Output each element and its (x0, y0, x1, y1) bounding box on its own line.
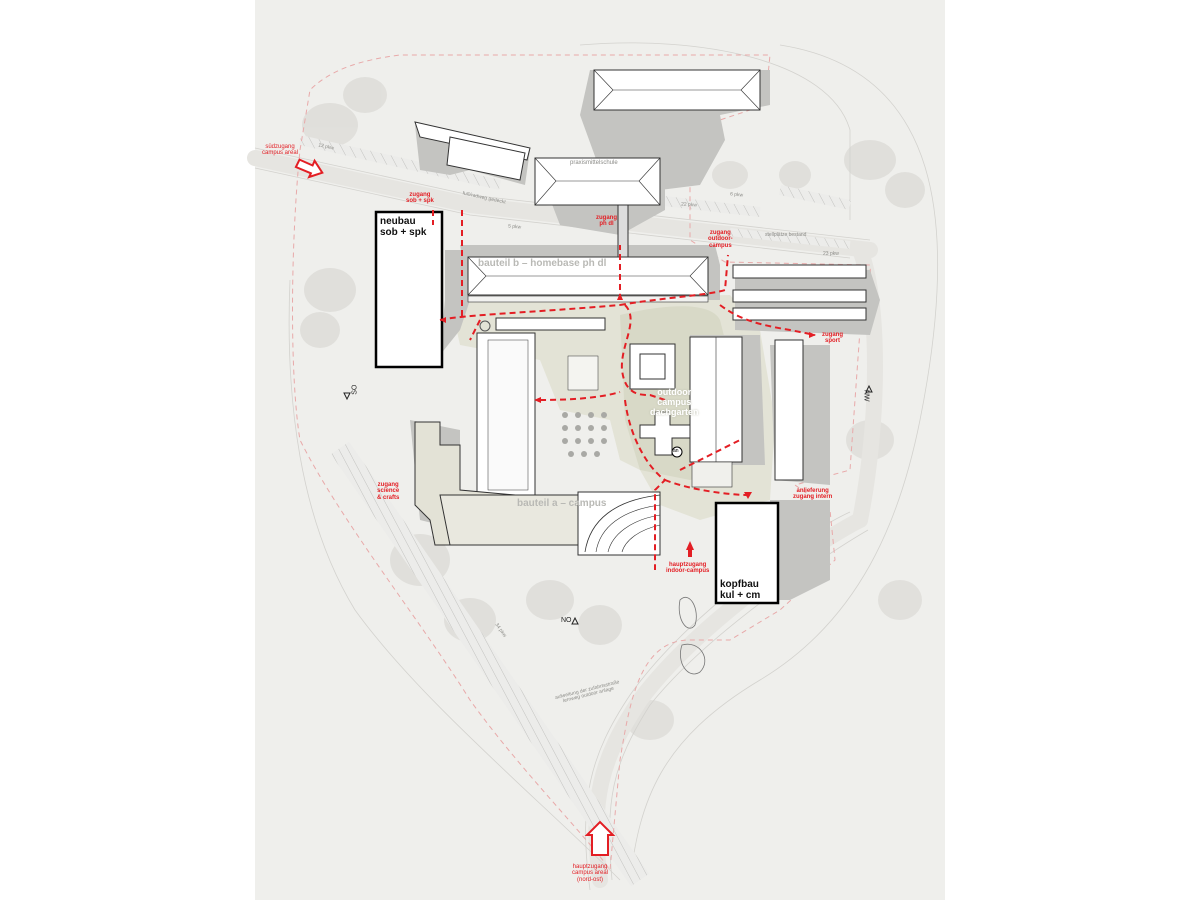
parking-bestand: stellplätze bestand (765, 232, 807, 238)
zugang-ph-dl-label: zugang ph dl (596, 215, 617, 228)
compass-so: SO (351, 384, 359, 395)
access-routes (432, 210, 816, 570)
zugang-sob-spk-label: zugang sob + spk (406, 192, 434, 205)
parking-6: 6 pkw (729, 191, 744, 199)
neubau-label: neubau sob + spk (380, 216, 427, 238)
zugang-sport-label: zugang sport (822, 332, 843, 345)
kopfbau-label: kopfbau kul + cm (720, 579, 761, 601)
praxismittelschule-label: praxismittelschule (570, 160, 618, 166)
parking-23: 23 pkw (823, 251, 839, 257)
hauptzugang-areal-label: hauptzugang campus areal (nord-ost) (572, 864, 609, 883)
anlieferung-label: anlieferung zugang intern (793, 488, 833, 501)
zugang-outdoor-label: zugang outdoor- campus (708, 230, 733, 249)
hauptzugang-indoor-label: hauptzugang indoor-campus (666, 562, 710, 575)
entry-arrows (294, 158, 616, 856)
outdoor-campus-label: outdoor campus dachgarten (650, 387, 699, 417)
compass-no: NO (561, 617, 572, 624)
compass-nw: NW (862, 389, 870, 402)
zugang-science-label: zugang science & crafts (377, 482, 400, 501)
parking (298, 135, 852, 887)
parking-22: 22 pkw (680, 201, 698, 209)
bauteil-b-label: bauteil b – homebase ph dl (478, 258, 607, 269)
suedzugang-label: südzugang campus areal (262, 144, 299, 157)
tree-grid (562, 412, 607, 457)
arrows (440, 293, 816, 557)
hand-marker-label: an (673, 448, 679, 454)
buildings (374, 69, 867, 605)
compass-markers (343, 384, 873, 625)
site-boundary (292, 54, 873, 872)
bauteil-a-label: bauteil a – campus (517, 498, 607, 509)
